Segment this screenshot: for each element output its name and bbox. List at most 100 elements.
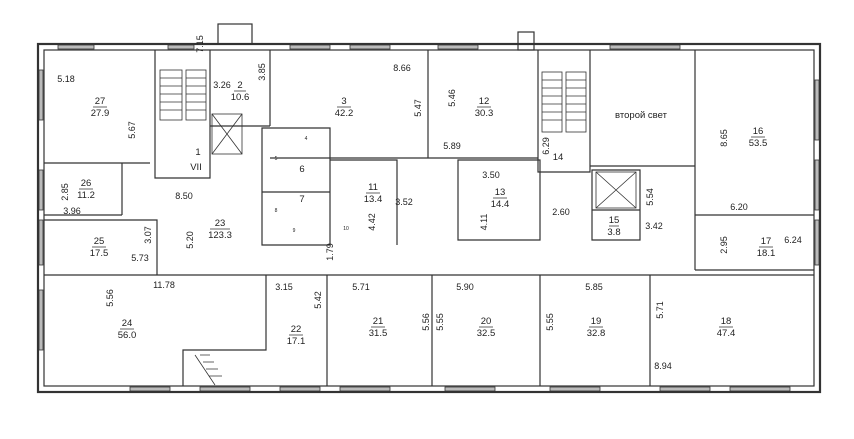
room-number: 22 [291,324,302,335]
room-number: 26 [81,178,92,189]
dimension-label: 5.90 [456,282,474,292]
room-area: 31.5 [369,328,388,339]
dimension-label: 5.18 [57,74,75,84]
dimension-label: 11.78 [153,280,175,290]
dimension-label: 5.46 [447,89,457,107]
dimension-label: 6.20 [730,202,748,212]
room-label: 5 [275,156,278,162]
windows [38,44,820,392]
room-number: 23 [215,218,226,229]
elevator-icon [595,171,637,209]
room-area: 123.3 [208,230,232,241]
room-label: 7 [299,194,304,205]
room-number: 16 [753,126,764,137]
outer-wall [36,42,822,394]
room-label: VII [190,162,202,173]
staircase-1-icon [159,69,207,121]
room-area: 42.2 [335,108,354,119]
dimension-label: 6.29 [541,137,551,155]
dimension-label: 3.50 [482,170,500,180]
room-number: 25 [94,236,105,247]
dimension-label: 2.95 [719,236,729,254]
room-number: 20 [481,316,492,327]
room-area: 14.4 [491,199,510,210]
room-label: 9 [293,228,296,234]
dimension-label: 3.96 [63,206,81,216]
shaft [517,31,535,51]
room-area: 17.1 [287,336,306,347]
dimension-label: 5.42 [313,291,323,309]
dimension-label: 5.47 [413,99,423,117]
dimension-label: 3.52 [395,197,413,207]
room-number: 11 [368,182,378,193]
dimension-label: 2.85 [60,183,70,201]
dimension-label: 5.55 [435,313,445,331]
dimension-label: 5.71 [352,282,370,292]
room-area: 32.8 [587,328,606,339]
interior-walls [44,50,814,386]
dimension-label: 8.94 [654,361,672,371]
room-area: 3.8 [607,227,620,238]
staircase-14-icon [541,71,587,133]
dimension-label: 5.67 [127,121,137,139]
room-number: 21 [373,316,384,327]
dimension-label: 5.73 [131,253,149,263]
room-area: 13.4 [364,194,383,205]
room-area: 56.0 [118,330,137,341]
dimension-label: 8.50 [175,191,193,201]
room-number: 19 [591,316,602,327]
room-label: 6 [299,164,304,175]
room-number: 13 [495,187,506,198]
dimension-label: 3.07 [143,226,153,244]
dimension-label: 5.89 [443,141,461,151]
room-area: 27.9 [91,108,110,119]
dimension-label: 5.71 [655,301,665,319]
dimension-label: 5.55 [545,313,555,331]
dimension-label: 5.54 [645,188,655,206]
dimension-label: 5.56 [421,313,431,331]
dimension-label: 5.85 [585,282,603,292]
room-label: 14 [553,152,564,163]
room-label: второй свет [615,110,668,121]
elevator-icon [211,113,243,155]
dimension-label: 3.85 [257,63,267,81]
room-label: 4 [305,136,308,142]
room-number: 27 [95,96,106,107]
room-area: 47.4 [717,328,736,339]
dimension-label: 3.42 [645,221,663,231]
dimension-label: 2.60 [552,207,570,217]
room-area: 32.5 [477,328,496,339]
room-label: 8 [275,208,278,214]
dimension-label: 4.42 [367,213,377,231]
staircase-24-icon [194,354,222,386]
room-label: 1 [195,147,200,158]
dimension-label: 5.56 [105,289,115,307]
room-label: 10 [343,226,349,232]
room-number: 24 [122,318,133,329]
room-area: 17.5 [90,248,109,259]
room-area: 11.2 [77,190,95,201]
dimension-label: 4.11 [479,214,489,231]
dimension-label: 8.65 [719,129,729,147]
dimension-label: 1.79 [325,243,335,261]
inner-wall [43,49,815,387]
shaft [217,23,253,45]
dimension-label: 5.20 [185,231,195,249]
room-number: 3 [341,96,346,107]
room-number: 17 [761,236,772,247]
dimension-label: 6.24 [784,235,802,245]
room-number-underlines [79,90,773,336]
room-area: 10.6 [231,92,250,103]
room-area: 30.3 [475,108,494,119]
room-area: 18.1 [757,248,776,259]
dimension-label: 8.66 [393,63,411,73]
room-area: 53.5 [749,138,768,149]
dimension-labels: 5.18 7.15 3.26 3.85 8.66 5.47 5.46 5.67 … [57,35,802,371]
dimension-label: 3.26 [213,80,231,90]
room-number: 12 [479,96,490,107]
room-number: 18 [721,316,732,327]
dimension-label: 3.15 [275,282,293,292]
dimension-label: 7.15 [195,35,205,53]
